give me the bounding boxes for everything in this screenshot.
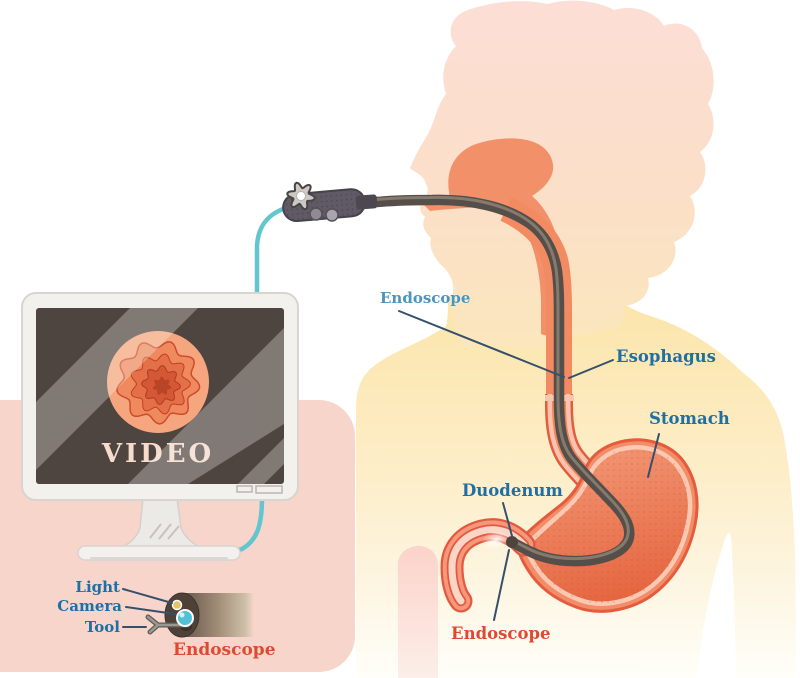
- scope-light-glow: [481, 530, 511, 550]
- endoscopic-video-view: [107, 331, 209, 433]
- monitor-base-edge: [90, 557, 228, 561]
- duodenum-pointer: [502, 502, 513, 537]
- endoscope-tube: [376, 197, 629, 561]
- patient-figure: [356, 0, 796, 678]
- handle-button-1: [309, 207, 323, 221]
- monitor-control-slots[interactable]: [236, 485, 283, 494]
- stomach-pointer: [647, 433, 660, 478]
- stomach-label: Stomach: [649, 409, 730, 428]
- tip-camera-lens: [176, 609, 194, 627]
- handle-button-2: [325, 208, 339, 222]
- endoscope-device-pointer: [398, 310, 565, 378]
- tip-tool-label: Tool: [84, 618, 120, 636]
- video-text: VIDEO: [101, 439, 214, 469]
- camera-pointer: [125, 606, 176, 615]
- endoscope-device-label: Endoscope: [380, 289, 471, 307]
- pointer-lines: [122, 310, 660, 628]
- endoscope-handle: [282, 181, 378, 223]
- esophagus-label: Esophagus: [616, 347, 716, 366]
- video-monitor: VIDEO: [21, 292, 299, 561]
- endoscope-duodenum-label: Endoscope: [451, 624, 551, 643]
- scope-tip: [506, 536, 518, 548]
- esophagus-pointer: [568, 359, 614, 379]
- tip-camera-label: Camera: [57, 597, 122, 615]
- torso-shape: [356, 292, 796, 678]
- stand-hatch: [149, 523, 180, 540]
- knob-center: [296, 191, 306, 201]
- tip-camera-highlight: [179, 612, 185, 618]
- tip-endoscope-label: Endoscope: [173, 640, 276, 660]
- tip-light-lens: [171, 599, 183, 611]
- endoscope-tip-closeup: [145, 592, 254, 638]
- tip-light-label: Light: [75, 578, 120, 596]
- screen-reflection: [36, 308, 284, 484]
- left-arm-shape: [398, 545, 438, 678]
- scope-cable: [254, 204, 292, 297]
- handle-connector: [355, 194, 378, 210]
- duodenum-label: Duodenum: [462, 481, 563, 500]
- head-shape: [410, 0, 714, 346]
- mouth-throat-shape: [422, 138, 561, 340]
- endoscope-duodenum-pointer: [493, 549, 510, 621]
- light-pointer: [122, 588, 173, 604]
